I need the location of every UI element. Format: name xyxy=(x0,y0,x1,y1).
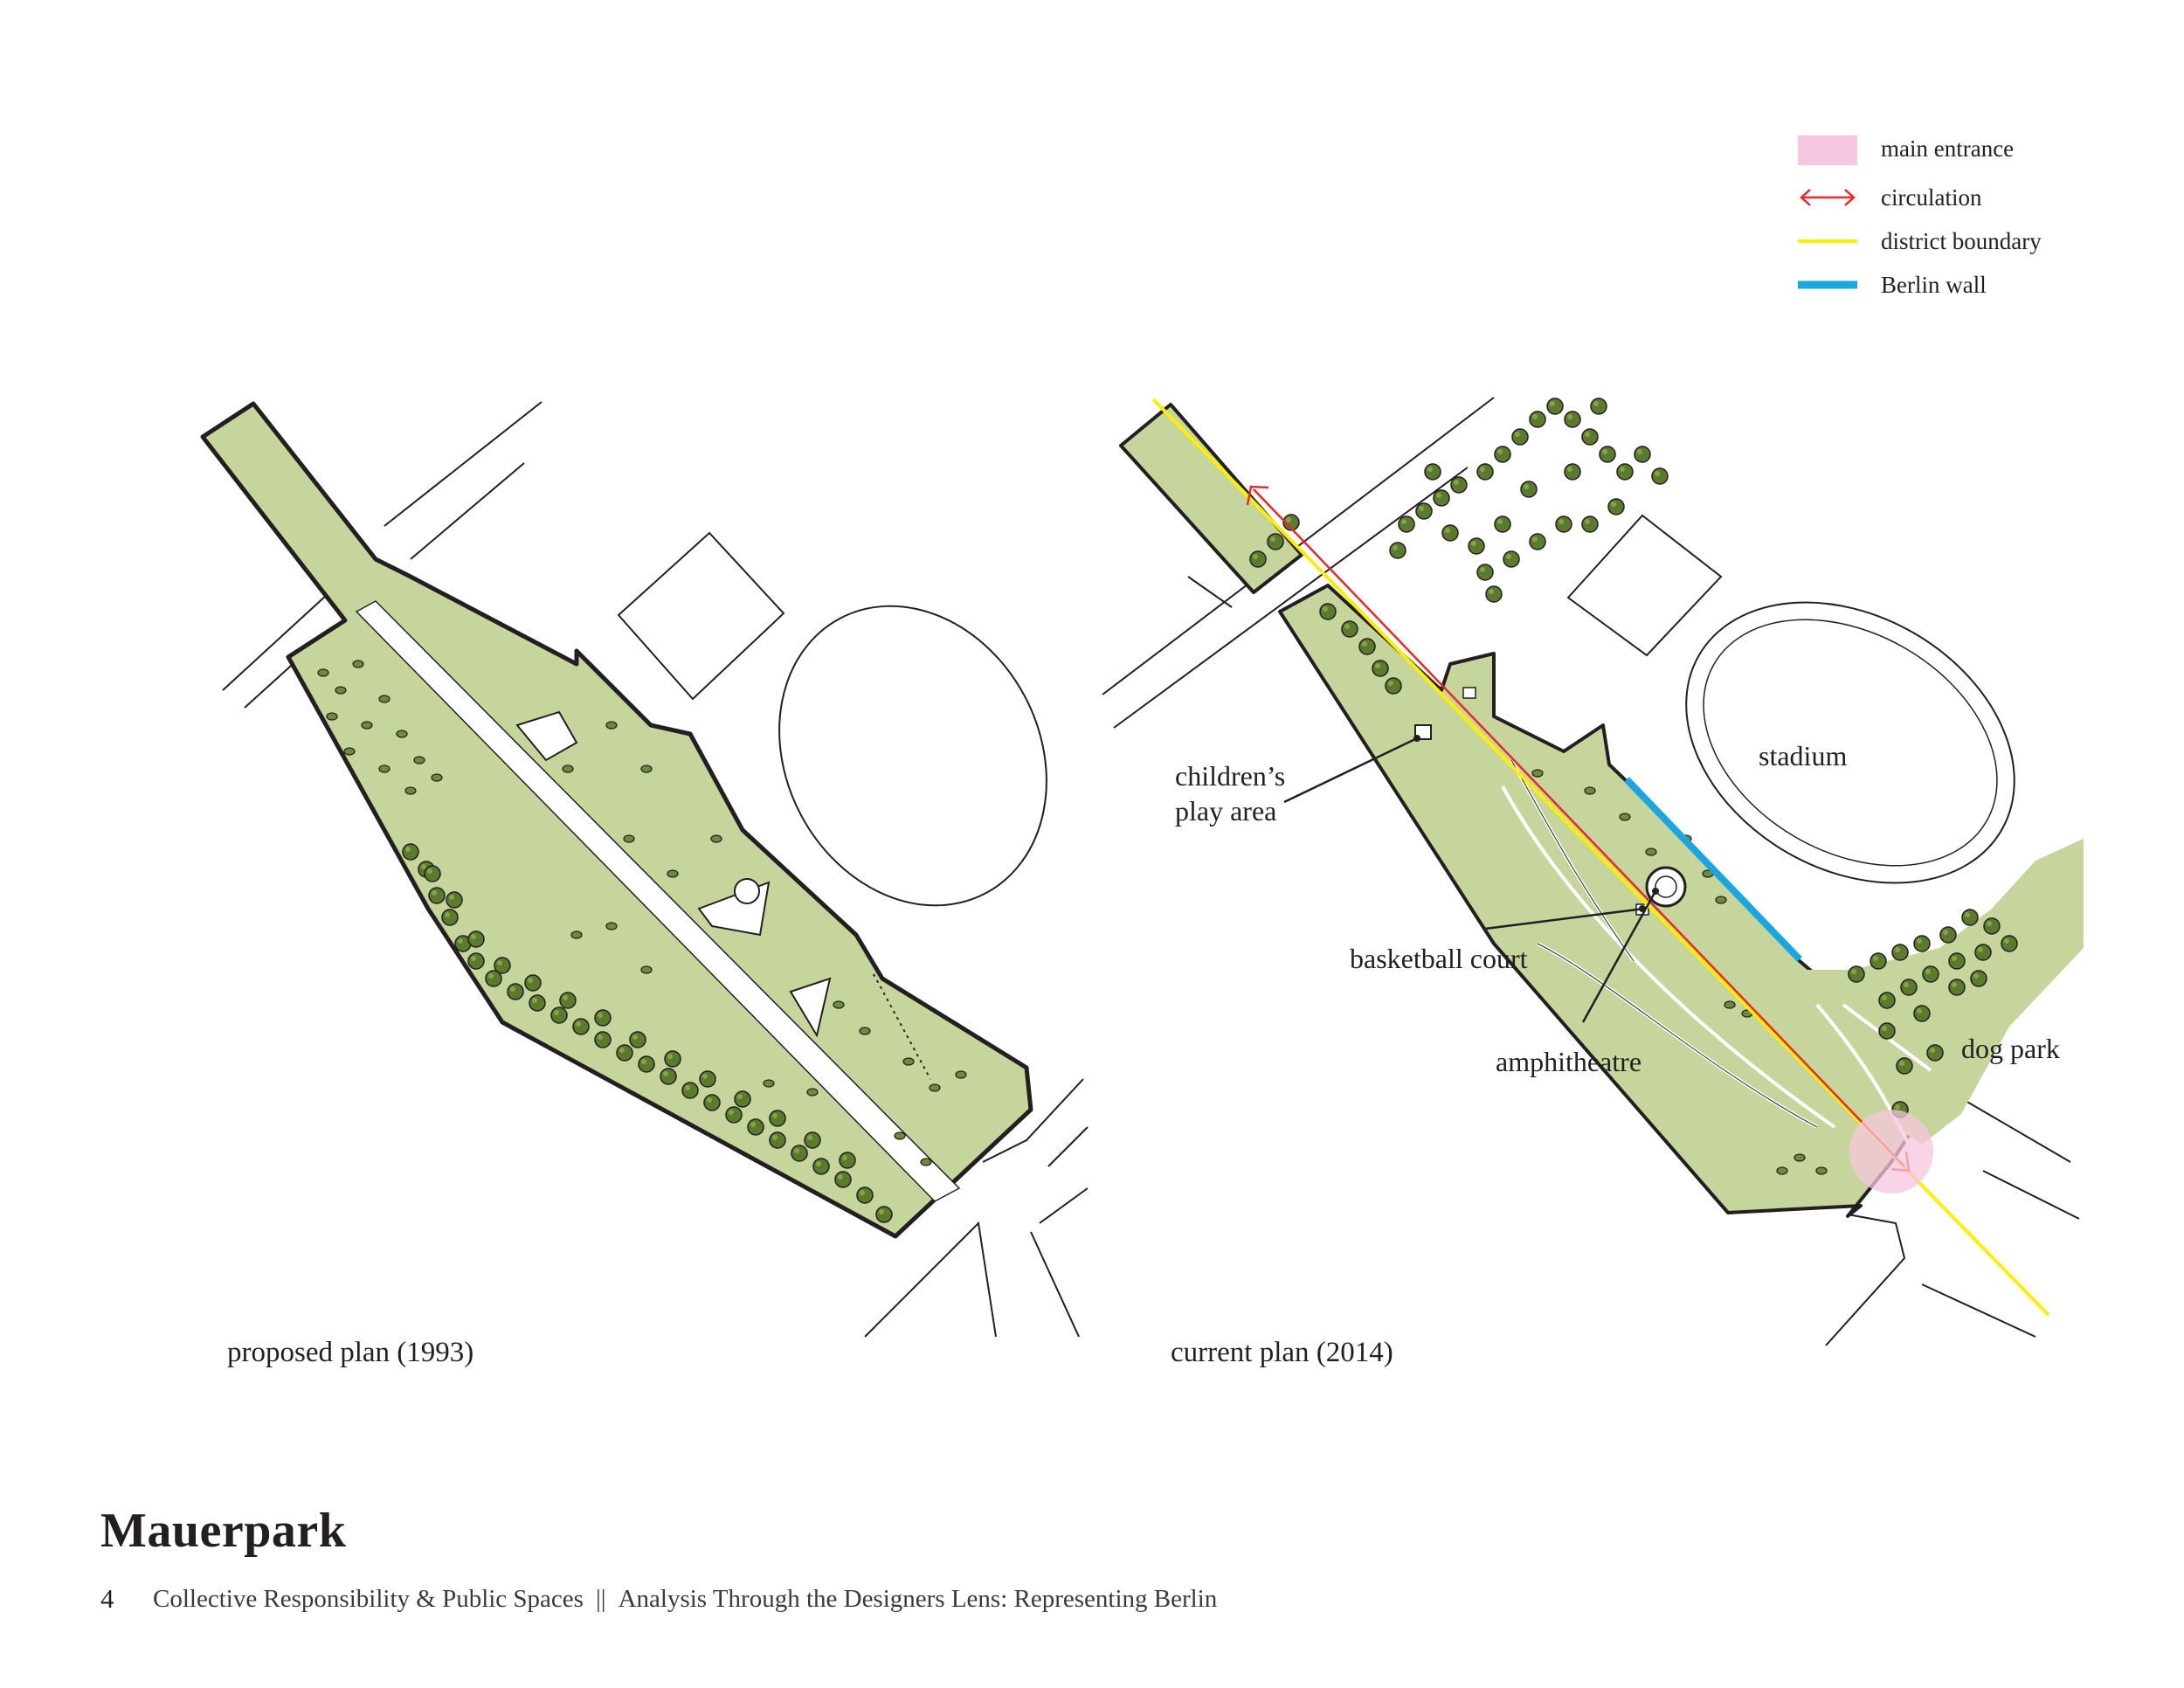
proposed-plan-caption: proposed plan (1993) xyxy=(227,1337,474,1368)
circulation-arrow-north-icon xyxy=(1246,485,1269,506)
blue-line-icon xyxy=(1798,280,1857,289)
current-tree-cluster-north xyxy=(1389,398,1669,603)
legend-label: Berlin wall xyxy=(1881,272,1987,298)
amphitheatre-label: amphitheatre xyxy=(1496,1046,1642,1077)
proposed-fence xyxy=(873,973,931,1080)
current-plan-drawing xyxy=(1102,397,2084,1346)
running-head-left: Collective Responsibility & Public Space… xyxy=(153,1585,584,1613)
dog-park-area xyxy=(1800,839,2084,1145)
stadium-label: stadium xyxy=(1759,740,1848,771)
proposed-stadium-outline xyxy=(778,605,1047,907)
berlin-wall-line xyxy=(1624,777,1802,962)
yellow-line-icon xyxy=(1798,239,1857,243)
legend-item-circulation: circulation xyxy=(1798,180,2147,215)
legend-item-main-entrance: main entrance xyxy=(1798,131,2147,166)
circulation-line xyxy=(1253,488,1905,1167)
legend-item-berlin-wall: Berlin wall xyxy=(1798,267,2147,302)
children-play-area-label: children’s play area xyxy=(1175,760,1286,827)
stadium-outline xyxy=(1685,601,2015,884)
page-title: Mauerpark xyxy=(100,1504,347,1558)
legend-item-district-boundary: district boundary xyxy=(1798,224,2147,259)
proposed-park-area xyxy=(200,401,1033,1239)
double-arrow-icon xyxy=(1800,189,1856,206)
basketball-court-label: basketball court xyxy=(1350,943,1528,974)
proposed-square-plot xyxy=(617,531,785,701)
running-head-right: Analysis Through the Designers Lens: Rep… xyxy=(618,1585,1218,1613)
proposed-promenade xyxy=(355,600,961,1202)
current-square-plot xyxy=(1566,514,1723,657)
legend-label: circulation xyxy=(1881,184,1982,211)
proposed-plaza-south xyxy=(789,977,832,1038)
label-leaders xyxy=(1283,737,1657,1023)
pink-square-icon xyxy=(1798,135,1857,165)
proposed-plaza-north xyxy=(515,710,578,762)
current-park-north xyxy=(1119,403,1303,594)
legend-label: main entrance xyxy=(1881,135,2015,162)
proposed-streets xyxy=(222,401,1089,1338)
legend-label: district boundary xyxy=(1881,228,2042,254)
dog-park-label: dog park xyxy=(1961,1033,2060,1064)
running-head: Collective Responsibility & Public Space… xyxy=(153,1585,1217,1614)
main-entrance-circle xyxy=(1849,1110,1933,1193)
current-plan-caption: current plan (2014) xyxy=(1171,1337,1393,1368)
page-number: 4 xyxy=(100,1583,114,1614)
current-park-main xyxy=(1278,584,1946,1218)
amphitheatre-mark xyxy=(1645,866,1687,908)
running-head-separator: || xyxy=(595,1585,606,1613)
proposed-fountain xyxy=(734,878,760,904)
proposed-plan-drawing xyxy=(200,401,1089,1338)
